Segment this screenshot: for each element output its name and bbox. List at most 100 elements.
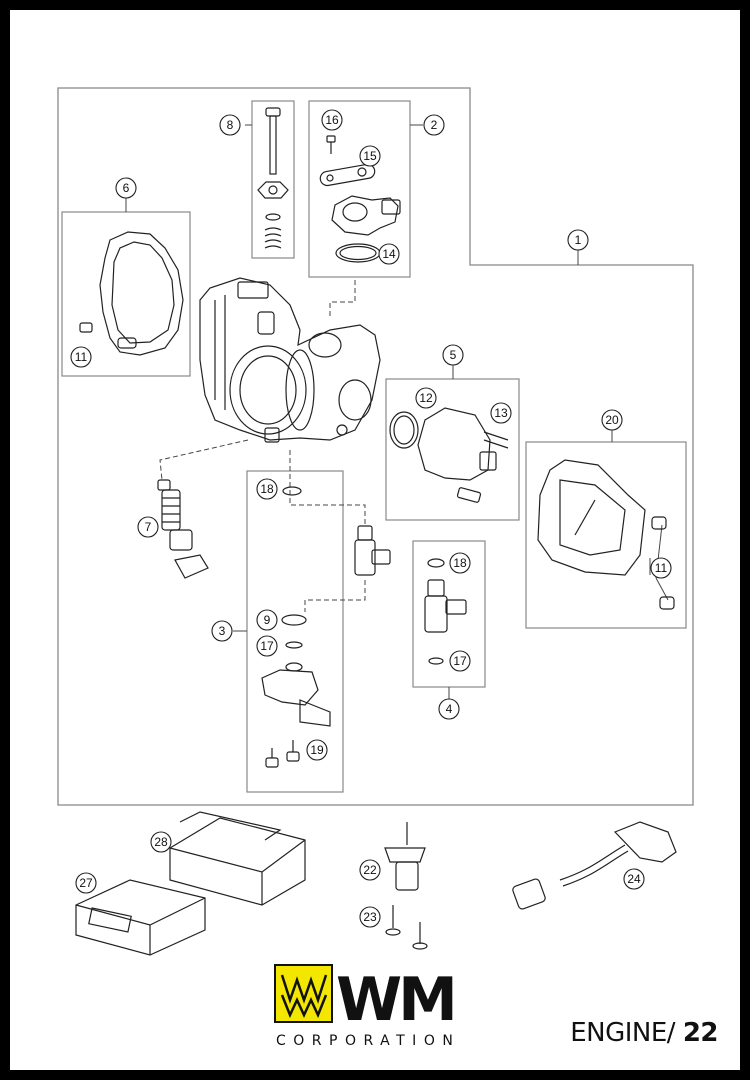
group-20-frame [525,441,687,629]
callout-11a: 11 [70,346,92,368]
callout-13: 13 [490,402,512,424]
callout-number: 4 [446,702,453,716]
group-5-frame [385,378,520,521]
dashed-connectors [159,280,366,612]
part-27-ecu [75,879,206,956]
callout-circle [359,906,381,928]
part-28-ecu [169,811,306,906]
callout-circle [601,409,623,431]
callout-number: 2 [431,118,438,132]
callout-circle [256,609,278,631]
callout-number: 11 [75,350,88,364]
part-24-sensor-cable [512,821,677,910]
callout-20: 20 [601,409,623,431]
callout-11b: 11 [650,557,672,579]
callout-number: 17 [260,639,274,653]
callout-number: 8 [227,118,234,132]
part-23-screws [385,905,428,950]
callout-circle [359,145,381,167]
callout-circle [150,831,172,853]
group-8-frame [251,100,295,259]
callout-17a: 17 [256,635,278,657]
callout-19: 19 [306,739,328,761]
callout-number: 14 [382,247,396,261]
callouts: 1234567891111121314151617171818192022232… [70,109,672,928]
callout-circle [321,109,343,131]
part-20-housing [537,459,675,610]
brand-name: WM [336,965,454,1035]
callout-circle [115,177,137,199]
callout-3: 3 [211,620,233,642]
callout-number: 1 [575,233,582,247]
callout-number: 19 [310,743,324,757]
logo-emblem-pattern-2 [280,994,328,1019]
callout-17b: 17 [449,650,471,672]
callout-circle [449,552,471,574]
callout-number: 17 [453,654,467,668]
callout-24: 24 [623,868,645,890]
group-2-frame [308,100,411,278]
callout-number: 9 [264,613,271,627]
callout-number: 27 [79,876,93,890]
callout-18b: 18 [449,552,471,574]
callout-circle [219,114,241,136]
part-3-injector-assembly [261,486,391,768]
callout-circle [75,872,97,894]
leader-lines [125,124,669,699]
part-4-injector-assembly [424,558,467,665]
callout-number: 18 [453,556,467,570]
throttle-body [199,277,381,443]
callout-number: 23 [363,910,377,924]
group-3-frame [246,470,344,793]
callout-14: 14 [378,243,400,265]
callout-circle [256,478,278,500]
callout-circle [650,557,672,579]
callout-number: 13 [494,406,508,420]
callout-number: 11 [655,561,668,575]
part-6-cover [79,231,184,356]
callout-23: 23 [359,906,381,928]
part-7-sensor [157,479,209,579]
callout-number: 6 [123,181,130,195]
part-5-sensor [389,407,509,503]
callout-4: 4 [438,698,460,720]
callout-circle [623,868,645,890]
callout-circle [442,344,464,366]
callout-circle [137,516,159,538]
callout-number: 12 [419,391,433,405]
callout-12: 12 [415,387,437,409]
callout-circle [415,387,437,409]
callout-circle [438,698,460,720]
callout-circle [449,650,471,672]
callout-circle [359,859,381,881]
brand-subtitle: CORPORATION [276,1033,460,1049]
callout-22: 22 [359,859,381,881]
callout-number: 18 [260,482,274,496]
callout-number: 5 [450,348,457,362]
callout-circle [423,114,445,136]
part-8-stud-assembly [257,107,289,249]
callout-16: 16 [321,109,343,131]
callout-7: 7 [137,516,159,538]
callout-circle [306,739,328,761]
callout-6: 6 [115,177,137,199]
page-number: 22 [682,1018,719,1048]
callout-circle [256,635,278,657]
callout-number: 22 [363,863,377,877]
callout-circle [490,402,512,424]
callout-circle [211,620,233,642]
part-22-sensor [384,822,426,891]
callout-15: 15 [359,145,381,167]
callout-number: 3 [219,624,226,638]
wm-logo: WM CORPORATION [274,964,460,1049]
callout-18a: 18 [256,478,278,500]
callout-5: 5 [442,344,464,366]
callout-8: 8 [219,114,241,136]
logo-emblem-pattern [280,974,328,1004]
callout-circle [378,243,400,265]
callout-circle [70,346,92,368]
page-footer: ENGINE/ 22 [570,1018,718,1048]
callout-number: 24 [627,872,641,886]
callout-9: 9 [256,609,278,631]
